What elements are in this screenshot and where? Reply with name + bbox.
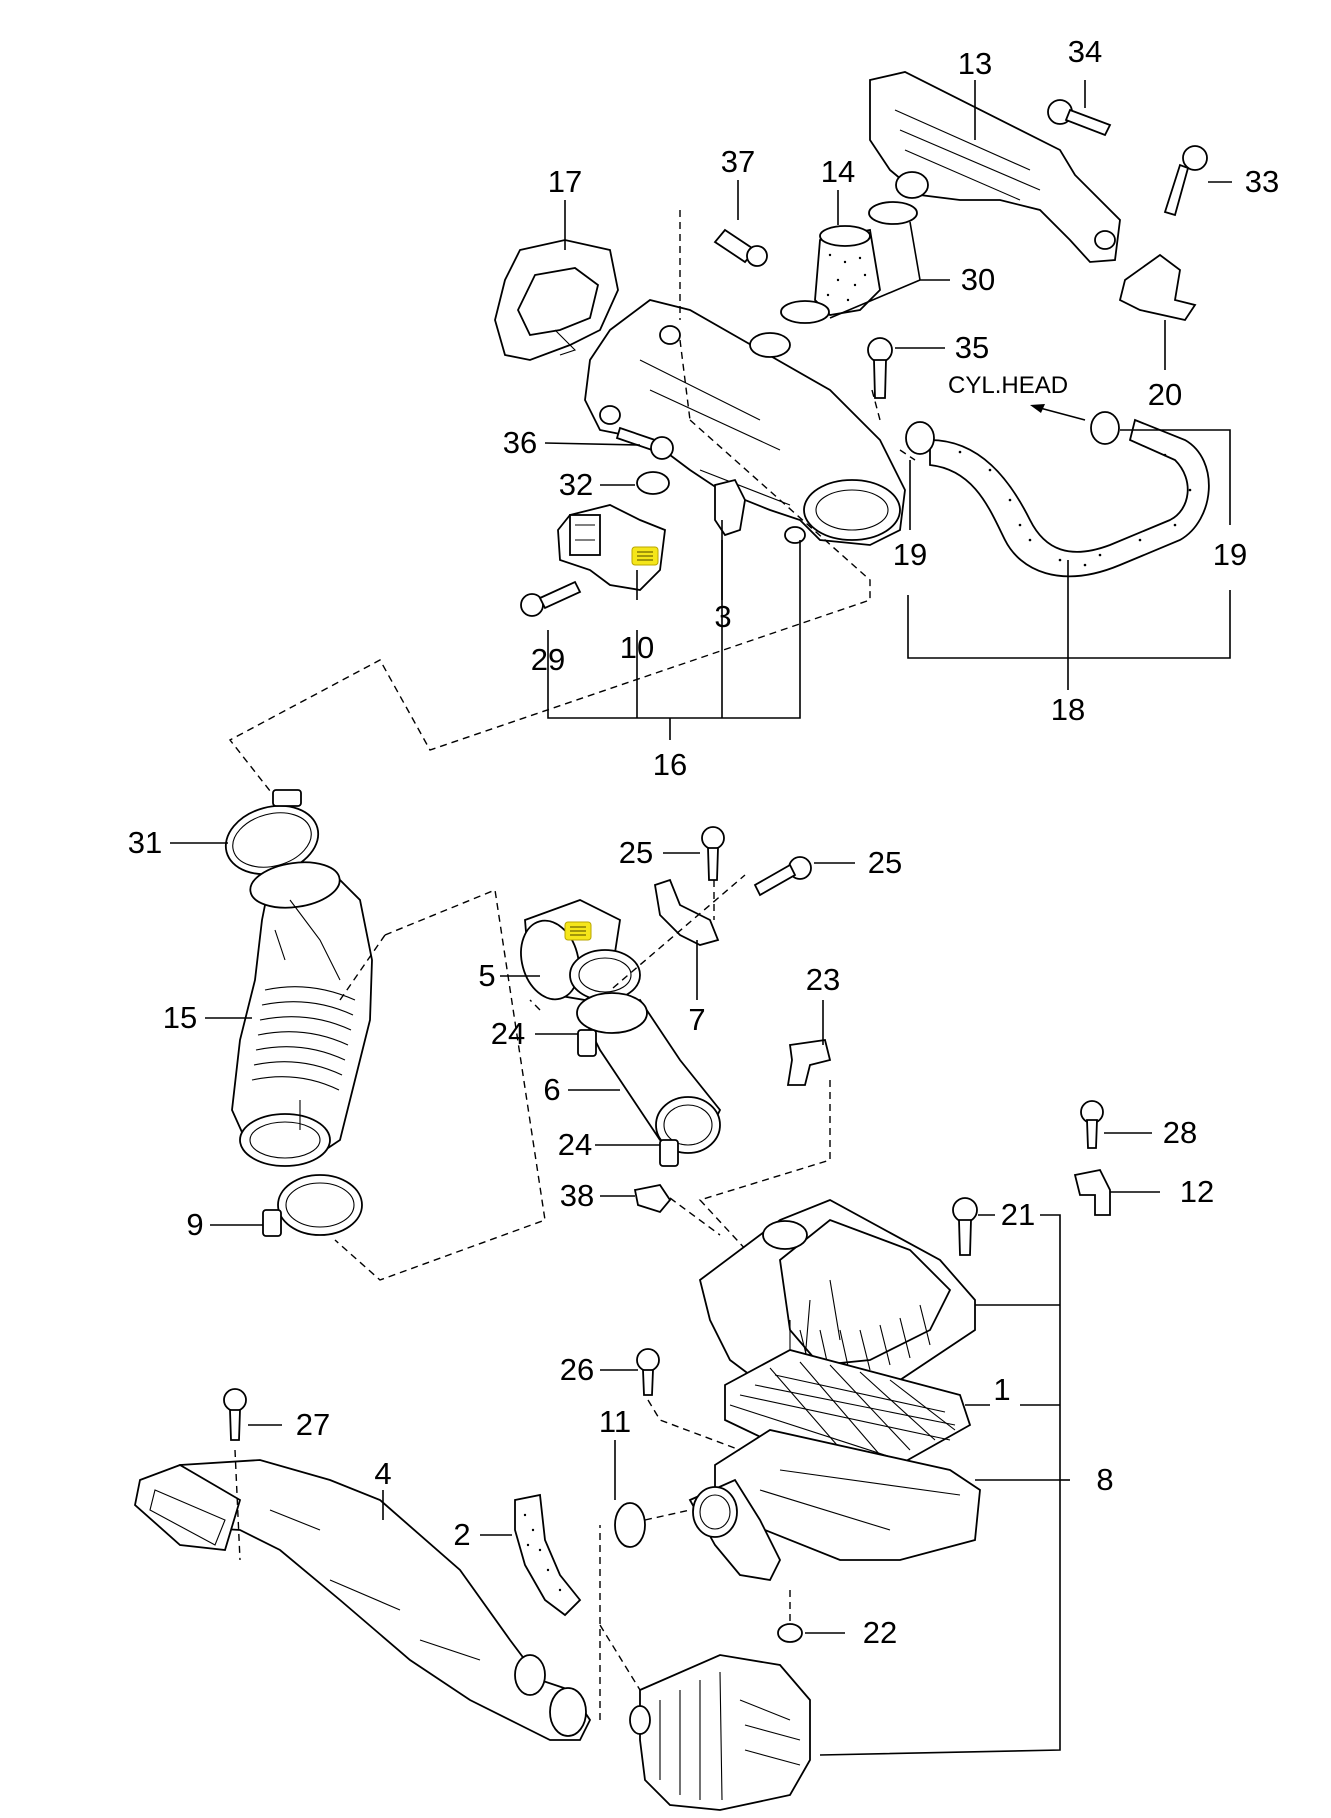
label-part-19-right: 19 — [1213, 537, 1247, 572]
part-7-bracket — [653, 878, 720, 946]
part-11-clamp — [614, 1502, 646, 1548]
label-part-8: 8 — [1096, 1462, 1113, 1497]
label-part-33: 33 — [1245, 164, 1279, 199]
label-part-12: 12 — [1180, 1174, 1214, 1209]
label-part-9: 9 — [186, 1207, 203, 1242]
label-part-24-upper: 24 — [491, 1016, 525, 1051]
label-part-1: 1 — [993, 1372, 1010, 1407]
label-part-32: 32 — [559, 467, 593, 502]
label-part-25-upper: 25 — [619, 835, 653, 870]
label-part-10: 10 — [620, 630, 654, 665]
part-17-gasket — [494, 239, 619, 361]
part-30-clamp-lower — [780, 300, 830, 324]
bolt-27 — [223, 1388, 247, 1441]
leader-lines — [170, 80, 1232, 1756]
label-part-35: 35 — [955, 330, 989, 365]
label-part-7: 7 — [688, 1002, 705, 1037]
part-14-filter — [814, 225, 881, 316]
label-part-18: 18 — [1051, 692, 1085, 727]
sensor-38 — [633, 1183, 672, 1214]
bolt-21 — [952, 1197, 978, 1256]
part-15-intake-hose — [231, 861, 373, 1167]
part-30-clamp-upper — [868, 201, 918, 225]
bolt-33 — [1163, 145, 1208, 217]
label-part-23: 23 — [806, 962, 840, 997]
bolt-24-upper — [577, 1029, 597, 1057]
bolt-28 — [1080, 1100, 1104, 1149]
label-part-6: 6 — [543, 1072, 560, 1107]
resonator — [629, 1654, 811, 1811]
label-part-25-right: 25 — [868, 845, 902, 880]
label-part-15: 15 — [163, 1000, 197, 1035]
label-part-4: 4 — [374, 1456, 391, 1491]
nut-22 — [777, 1623, 803, 1643]
part-10-sensor — [557, 504, 666, 591]
part-9-clamp — [262, 1174, 363, 1237]
part-18-hose — [929, 418, 1210, 578]
label-part-20: 20 — [1148, 377, 1182, 412]
note-icon-airflow[interactable] — [564, 921, 592, 941]
part-23-bracket — [786, 1038, 832, 1086]
label-part-28: 28 — [1163, 1115, 1197, 1150]
label-part-36: 36 — [503, 425, 537, 460]
bolt-26 — [636, 1348, 660, 1396]
part-8-lower-case — [688, 1429, 981, 1581]
bolt-25-right — [753, 856, 812, 897]
part-19-clamp-right — [1090, 411, 1120, 445]
label-part-3: 3 — [714, 599, 731, 634]
label-part-24-lower: 24 — [558, 1127, 592, 1162]
label-part-37: 37 — [721, 144, 755, 179]
label-part-34: 34 — [1068, 34, 1102, 69]
label-part-19-left: 19 — [893, 537, 927, 572]
label-part-38: 38 — [560, 1178, 594, 1213]
note-icon-sensor[interactable] — [631, 546, 659, 566]
part-16-throttle-body — [584, 299, 906, 546]
bolt-29 — [520, 580, 582, 617]
bolt-24-lower — [659, 1139, 679, 1167]
label-part-16: 16 — [653, 747, 687, 782]
part-2-small-hose — [514, 1493, 582, 1617]
label-part-2: 2 — [453, 1517, 470, 1552]
label-part-17: 17 — [548, 164, 582, 199]
part-number-labels: 1 2 3 4 5 6 7 8 9 10 11 12 13 14 15 16 1… — [128, 34, 1279, 1650]
label-part-26: 26 — [560, 1352, 594, 1387]
cyl-head-label: CYL.HEAD — [948, 372, 1068, 399]
label-part-29: 29 — [531, 642, 565, 677]
bolt-34 — [1047, 99, 1112, 137]
bolt-35 — [867, 337, 893, 399]
label-part-5: 5 — [478, 958, 495, 993]
label-part-13: 13 — [958, 46, 992, 81]
bolt-25-upper — [701, 826, 725, 881]
air-cleaner-cover — [698, 1199, 976, 1401]
label-part-21: 21 — [1001, 1197, 1035, 1232]
part-6-duct — [576, 992, 722, 1154]
bolt-37 — [713, 228, 768, 267]
bolt-36 — [615, 426, 674, 460]
label-part-22: 22 — [863, 1615, 897, 1650]
part-5-airflow-housing — [520, 899, 641, 1001]
part-31-clamp — [224, 789, 320, 876]
label-part-11: 11 — [599, 1404, 631, 1439]
part-19-clamp-left — [905, 421, 935, 455]
part-20-bracket — [1118, 253, 1197, 322]
clamp-32 — [636, 471, 670, 495]
label-part-30: 30 — [961, 262, 995, 297]
part-13-bracket — [869, 71, 1121, 263]
label-part-31: 31 — [128, 825, 162, 860]
part-4-intake-duct — [134, 1459, 592, 1741]
part-12-bracket — [1073, 1168, 1111, 1216]
label-part-14: 14 — [821, 154, 855, 189]
cyl-head-annotation: CYL.HEAD — [948, 372, 1086, 421]
label-part-27: 27 — [296, 1407, 330, 1442]
